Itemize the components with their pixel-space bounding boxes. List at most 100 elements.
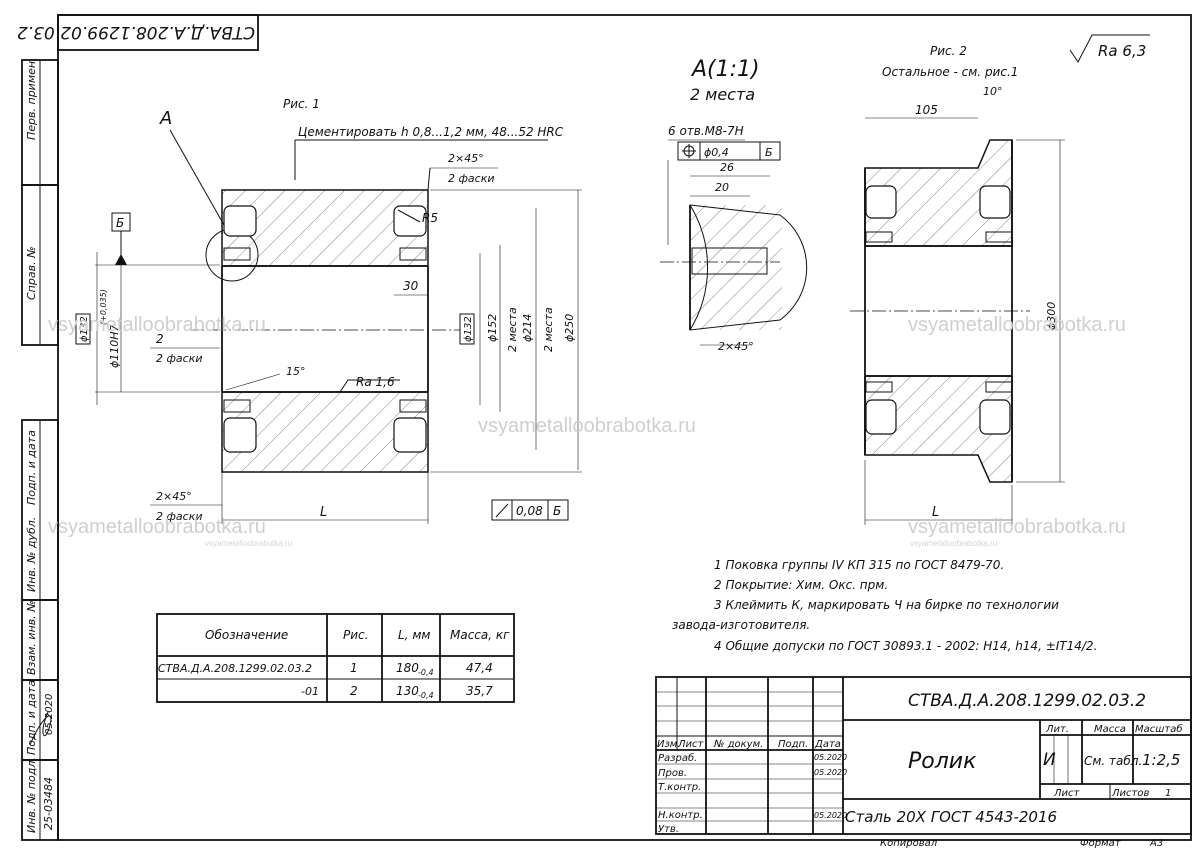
strip-inv-podl: Инв. № подл. [25, 757, 38, 833]
watermark-1: vsyametalloobrabotka.ru [48, 314, 266, 336]
tb-col-date: Дата [814, 739, 841, 750]
tb-format-value: А3 [1149, 838, 1163, 849]
table-row-2-designation: -01 [301, 685, 319, 698]
fig1-cementation: Цементировать h 0,8...1,2 мм, 48...52 HR… [298, 125, 564, 139]
fig1-ra-bore: Ra 1,6 [356, 375, 395, 389]
fig1-chamfer-top-count: 2 фаски [448, 172, 494, 185]
watermark-2: vsyametalloobrabotka.ru [478, 415, 696, 437]
fig2-angle-10: 10° [983, 85, 1003, 98]
watermark-5: vsyametalloobrabotka.ru [908, 516, 1126, 538]
table-row-1-mass: 47,4 [466, 661, 493, 675]
fig1-chamfer-top: 2×45° [448, 152, 484, 165]
tb-row-tkontr: Т.контр. [658, 782, 701, 793]
tb-scale-header: Масштаб [1135, 723, 1183, 735]
fig2-dim-105: 105 [915, 103, 938, 117]
tb-name: Ролик [908, 749, 977, 774]
fig1-chamfer-bottom: 2×45° [156, 490, 192, 503]
strip-podp-date-value: 05.2020 [44, 694, 55, 735]
table-row-2-mass: 35,7 [466, 684, 493, 698]
tb-row-nkontr: Н.контр. [658, 810, 703, 821]
watermark-3: vsyametalloobrabotka.ru [908, 314, 1126, 336]
note-3-cont: завода-изготовителя. [672, 618, 810, 632]
tb-row-utv: Утв. [658, 824, 679, 835]
tb-col-doc: № докум. [713, 739, 763, 750]
fig1-dim-2: 2 [156, 332, 164, 346]
tb-mass-header: Масса [1094, 724, 1126, 735]
note-3: 3 Клеймить К, маркировать Ч на бирке по … [714, 598, 1059, 612]
fig1-dim-l: L [320, 505, 327, 520]
tb-date-razrab: 05.2020 [814, 753, 847, 762]
tb-mass-value: См. табл. [1084, 754, 1142, 768]
fig1-dim-30: 30 [403, 279, 419, 293]
strip-podp-data-bottom: Подп. и дата [25, 680, 38, 755]
variants-table: Обозначение Рис. L, мм Масса, кг СТВА.Д.… [156, 613, 515, 703]
fig1-dim-214-count: 2 места [506, 307, 519, 352]
tb-lit-header: Лит. [1045, 724, 1069, 735]
fig1-datum: Б [116, 216, 124, 230]
detail-a-title: A(1:1) [690, 57, 760, 82]
table-row-1-designation: СТВА.Д.А.208.1299.02.03.2 [158, 662, 312, 675]
table-header-designation: Обозначение [205, 628, 288, 642]
fig1-dim-250-count: 2 места [542, 307, 555, 352]
fig1-dim-132: ϕ132 [463, 316, 474, 342]
table-row-2-l-tol: -0,4 [418, 691, 434, 700]
detail-a-dim-26: 26 [720, 161, 734, 174]
general-roughness: Ra 6,3 [1069, 34, 1150, 63]
detail-a-position-datum: Б [765, 146, 773, 159]
table-row-1-l: 180 [396, 661, 419, 675]
detail-a-subtitle: 2 места [690, 85, 755, 104]
tb-scale-value: 1:2,5 [1142, 751, 1180, 769]
tb-copied: Копировал [880, 838, 938, 849]
top-stamp-text: СТВА.Д.А.208.1299.02.03.2 [17, 22, 255, 42]
note-1: 1 Поковка группы IV КП 315 по ГОСТ 8479-… [714, 558, 1004, 572]
detail-a-chamfer: 2×45° [718, 340, 754, 353]
tb-row-razrab: Разраб. [658, 752, 697, 764]
tb-row-prov: Пров. [658, 768, 687, 779]
fig1-dim-bore-tol: (+0,035) [99, 289, 108, 325]
table-header-fig: Рис. [343, 628, 368, 642]
watermark-4: vsyametalloobrabotka.ru [48, 516, 266, 538]
strip-perv-primen: Перв. примен. [25, 57, 38, 140]
detail-a-dim-20: 20 [715, 181, 729, 194]
fig2-dim-300: ϕ300 [1045, 302, 1058, 330]
title-block: Изм. Лист № докум. Подп. Дата Разраб. Пр… [655, 676, 1192, 849]
tb-sheets-value: 1 [1165, 788, 1171, 799]
watermarks: vsyametalloobrabotka.ru vsyametalloobrab… [48, 314, 1126, 548]
fig1-dim-132-left: ϕ132 [79, 316, 90, 342]
tb-col-sign: Подп. [778, 739, 808, 750]
tb-col-izm: Изм. [657, 739, 681, 750]
fig1-runout-datum: Б [553, 504, 561, 518]
table-row-2-fig: 2 [350, 684, 358, 698]
tb-date-nkontr: 05.2020 [814, 811, 847, 820]
fig1-dim-bore: ϕ110H7 [108, 324, 121, 368]
fig2-title: Рис. 2 [930, 44, 967, 58]
detail-a: A(1:1) 2 места 6 отв.M8-7H ϕ0,4 Б 26 20 … [660, 57, 808, 353]
tb-code: СТВА.Д.А.208.1299.02.03.2 [908, 691, 1146, 711]
top-stamp: СТВА.Д.А.208.1299.02.03.2 [17, 14, 259, 51]
table-row-1-fig: 1 [350, 661, 358, 675]
figure-1: Рис. 1 A Цементировать h 0,8...1,2 мм, 4… [75, 97, 582, 524]
fig1-dim-152: ϕ152 [486, 314, 499, 342]
fig1-runout-value: 0,08 [516, 504, 543, 518]
detail-a-holes: 6 отв.M8-7H [668, 124, 744, 138]
table-row-1-l-tol: -0,4 [418, 668, 434, 677]
fig1-dim-2-count: 2 фаски [156, 352, 202, 365]
detail-a-position-tol: ϕ0,4 [704, 146, 729, 159]
strip-inv-podl-value: 25-03484 [42, 777, 55, 830]
note-4: 4 Общие допуски по ГОСТ 30893.1 - 2002: … [714, 639, 1097, 653]
fig1-dim-250: ϕ250 [563, 314, 576, 342]
watermark-small-2: vsyametalloobrabotka.ru [910, 539, 997, 548]
tb-sheet-label: Лист [1053, 788, 1081, 799]
technical-notes: 1 Поковка группы IV КП 315 по ГОСТ 8479-… [672, 558, 1097, 653]
table-row-2-l: 130 [396, 684, 419, 698]
tb-sheets-label: Листов [1111, 788, 1149, 799]
strip-sprav-no: Справ. № [25, 246, 38, 300]
table-header-mass: Масса, кг [450, 628, 510, 642]
fig1-callout-a: A [159, 108, 172, 129]
fig1-title: Рис. 1 [283, 97, 320, 111]
fig2-note: Остальное - см. рис.1 [882, 65, 1018, 79]
table-header-l: L, мм [398, 628, 430, 642]
fig2-dim-l: L [932, 505, 939, 520]
strip-podp-data-top: Подп. и дата [25, 430, 38, 505]
